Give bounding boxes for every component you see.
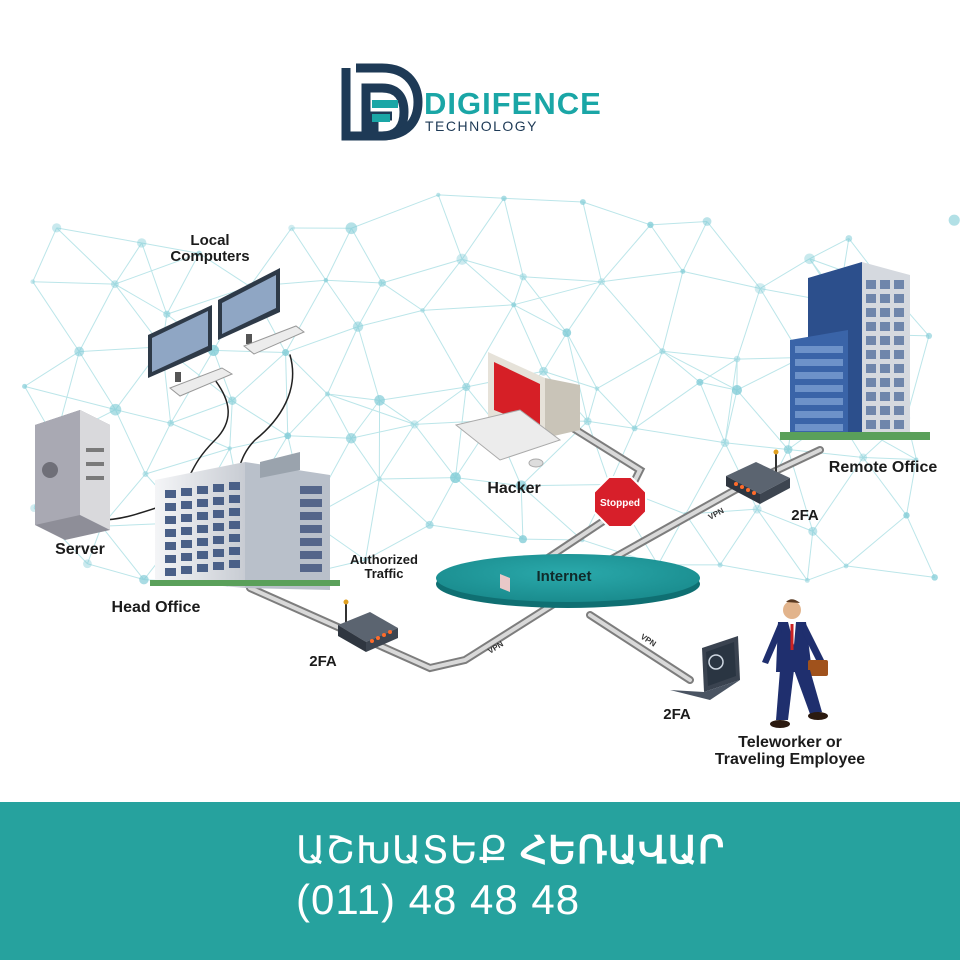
label-authorized-traffic: Authorized Traffic bbox=[336, 553, 432, 580]
teleworker-person-icon bbox=[762, 599, 828, 728]
label-local-computers: Local Computers bbox=[150, 233, 270, 265]
label-server: Server bbox=[40, 542, 120, 559]
router-remote-office-icon bbox=[726, 450, 790, 505]
label-2fa-remote: 2FA bbox=[780, 508, 830, 524]
local-computers-icon bbox=[148, 268, 304, 396]
label-head-office: Head Office bbox=[96, 600, 216, 617]
brand-name: DIGIFENCE bbox=[424, 86, 602, 122]
label-remote-office: Remote Office bbox=[818, 460, 948, 477]
label-teleworker: Teleworker or Traveling Employee bbox=[700, 735, 880, 769]
router-head-office-icon bbox=[338, 600, 398, 653]
footer-phone: (011) 48 48 48 bbox=[296, 876, 580, 924]
label-internet: Internet bbox=[504, 569, 624, 585]
brand-tagline: TECHNOLOGY bbox=[425, 118, 538, 134]
digifence-logo-icon bbox=[346, 68, 418, 136]
footer-headline-regular: ԱՇԽԱՏԵՔ bbox=[296, 830, 508, 872]
footer-headline-bold: ՀԵՌԱՎԱՐ bbox=[520, 830, 725, 872]
label-2fa-head: 2FA bbox=[298, 654, 348, 670]
label-hacker: Hacker bbox=[474, 481, 554, 498]
stopped-label: Stopped bbox=[600, 498, 640, 509]
label-2fa-teleworker: 2FA bbox=[652, 707, 702, 723]
head-office-building-icon bbox=[150, 452, 340, 590]
remote-office-building-icon bbox=[780, 262, 930, 440]
footer-headline: ԱՇԽԱՏԵՔ ՀԵՌԱՎԱՐ bbox=[296, 828, 725, 873]
teleworker-laptop-icon bbox=[670, 636, 740, 700]
server-icon bbox=[35, 410, 110, 540]
